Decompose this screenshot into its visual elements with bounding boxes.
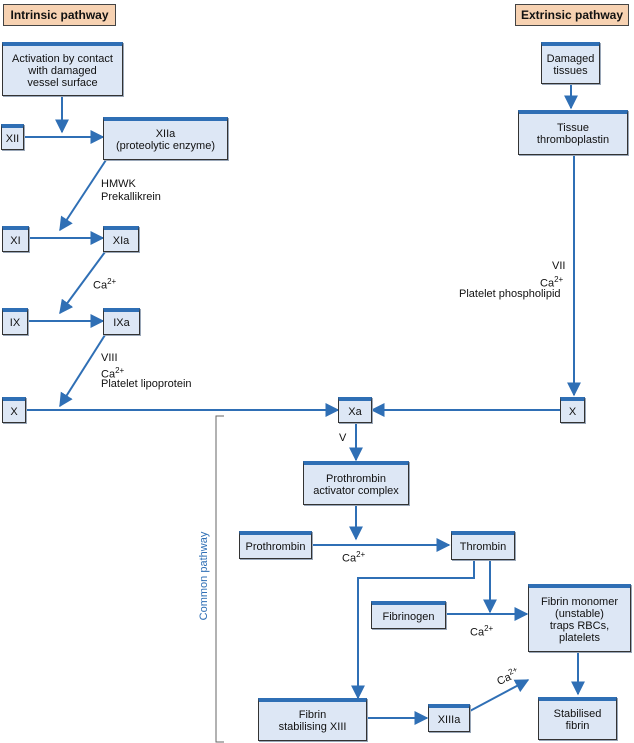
factor-xii-box: XII [1, 124, 24, 150]
intrinsic-pathway-header: Intrinsic pathway [3, 4, 116, 26]
common-pathway-label: Common pathway [198, 531, 210, 621]
prothrombin-box: Prothrombin [239, 531, 312, 559]
arrow-xiia-to-xi [59, 159, 107, 232]
calcium-label-extrinsic: Ca2+ [540, 275, 564, 290]
hmwk-label: HMWK [101, 178, 136, 190]
common-pathway-bracket [215, 415, 224, 743]
arrow-xiiia-to-monomer [467, 679, 530, 713]
calcium-label-ix: Ca2+ [101, 366, 125, 381]
calcium-label-xi: Ca2+ [93, 277, 117, 292]
prekallikrein-label: Prekallikrein [101, 191, 161, 203]
factor-xi-box: XI [2, 226, 29, 252]
thrombin-box: Thrombin [451, 531, 515, 560]
factor-ix-box: IX [2, 308, 28, 335]
vii-label: VII [552, 260, 566, 272]
arrow-thrombin-to-xiii [351, 560, 475, 700]
factor-x-left-box: X [2, 397, 26, 423]
calcium-label-prothrombin: Ca2+ [342, 550, 366, 565]
platelet-phospholipid-label: Platelet phospholipid [459, 288, 561, 300]
factor-x-right-box: X [560, 397, 585, 423]
factor-ixa-box: IXa [103, 308, 140, 335]
fibrin-monomer-box: Fibrin monomer(unstable)traps RBCs,plate… [528, 584, 631, 652]
fibrinogen-box: Fibrinogen [371, 601, 446, 629]
factor-xia-box: XIa [103, 226, 139, 252]
factor-xa-box: Xa [338, 397, 372, 423]
calcium-label-fibrinogen: Ca2+ [470, 624, 494, 639]
factor-xiia-box: XIIa(proteolytic enzyme) [103, 117, 228, 160]
factor-v-label: V [339, 432, 347, 444]
factor-xiiia-box: XIIIa [428, 704, 470, 732]
arrow-xia-to-ix [59, 251, 106, 315]
platelet-lipoprotein-label: Platelet lipoprotein [101, 378, 192, 390]
arrow-ixa-to-x [59, 334, 106, 408]
viii-label: VIII [101, 352, 118, 364]
extrinsic-pathway-header: Extrinsic pathway [515, 4, 629, 26]
